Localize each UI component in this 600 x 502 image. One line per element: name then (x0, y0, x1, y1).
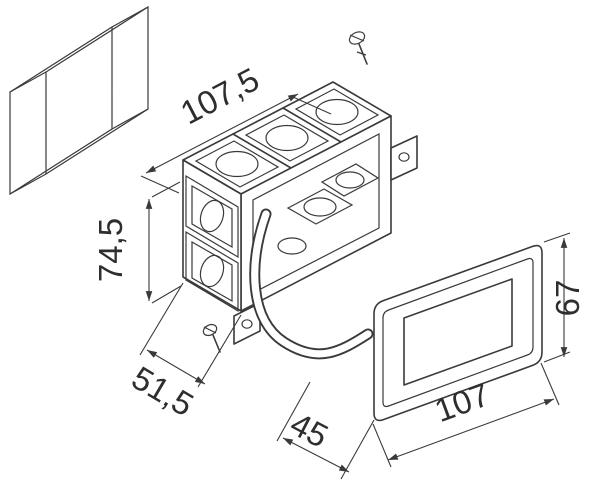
dim-box-height: 74,5 (92, 181, 182, 304)
cover-plate (373, 244, 543, 422)
dim-box-width-label: 107,5 (175, 60, 265, 131)
mounting-ear-right (390, 135, 418, 181)
box-left-face (182, 159, 242, 313)
plate-outline (373, 244, 543, 422)
box-interior-knockouts (277, 163, 380, 255)
plate-bevel (382, 257, 534, 408)
dim-plate-height: 67 (543, 232, 586, 363)
dim-recess-depth-label: 45 (284, 405, 334, 455)
side-knockouts (185, 174, 239, 313)
dim-box-depth-label: 51,5 (126, 359, 200, 423)
dim-recess-depth: 45 (276, 381, 375, 480)
screw-bottom (202, 323, 221, 353)
screw-top (348, 31, 368, 65)
power-cable (249, 208, 374, 360)
wall-cutout-wireframe (9, 5, 149, 196)
mounting-ear-left (233, 302, 261, 345)
plate-window (403, 278, 513, 386)
dim-plate-height-label: 67 (549, 280, 586, 317)
dim-box-height-label: 74,5 (92, 218, 129, 282)
dim-box-depth: 51,5 (126, 282, 242, 423)
